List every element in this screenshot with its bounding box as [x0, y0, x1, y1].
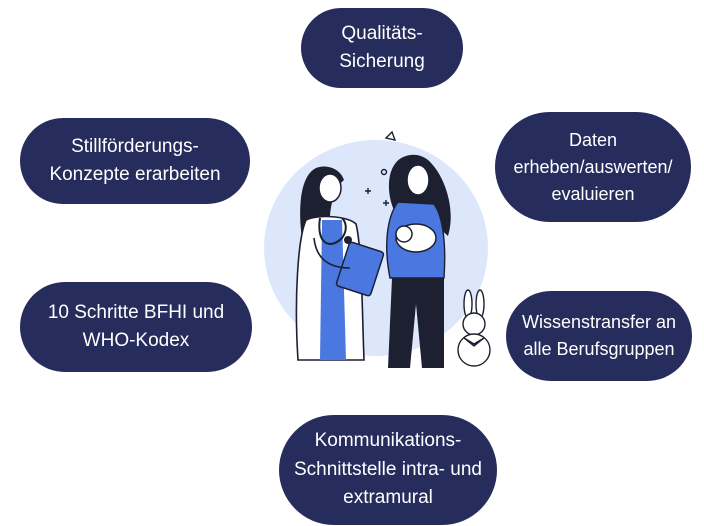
doctor-and-mother-with-baby-illustration	[264, 130, 491, 368]
sparkle-icon	[365, 130, 397, 206]
node-label-line: WHO-Kodex	[82, 330, 190, 351]
node-wissenstransfer: Wissenstransfer an alle Berufsgruppen	[506, 291, 692, 381]
node-label-line: evaluieren	[551, 183, 635, 204]
node-label-line: Daten	[568, 129, 618, 150]
node-label-line: Stillförderungs-	[71, 135, 199, 157]
node-label-line: Schnittstelle intra- und	[294, 458, 482, 480]
node-label-line: Konzepte erarbeiten	[49, 164, 221, 185]
doctor-figure	[295, 166, 385, 361]
node-label-line: erheben/auswerten/	[513, 156, 673, 177]
node-daten-erheben: Daten erheben/auswerten/ evaluieren	[495, 112, 691, 222]
node-label-line: Wissenstransfer an	[521, 312, 677, 332]
bunny-toy-icon	[457, 289, 491, 367]
node-stillfoerderungs-konzepte: Stillförderungs- Konzepte erarbeiten	[20, 118, 250, 204]
node-qualitaets-sicherung: Qualitäts- Sicherung	[301, 8, 463, 88]
node-kommunikations-schnittstelle: Kommunikations- Schnittstelle intra- und…	[279, 415, 497, 525]
node-label-line: alle Berufsgruppen	[523, 339, 675, 359]
node-10-schritte-bfhi: 10 Schritte BFHI und WHO-Kodex	[20, 282, 252, 372]
node-label-line: extramural	[343, 487, 433, 509]
mother-figure	[386, 154, 451, 368]
node-label-line: 10 Schritte BFHI und	[47, 301, 225, 323]
node-label-line: Qualitäts-	[341, 22, 423, 44]
node-label-line: Kommunikations-	[314, 430, 462, 452]
node-label-line: Sicherung	[339, 51, 425, 72]
